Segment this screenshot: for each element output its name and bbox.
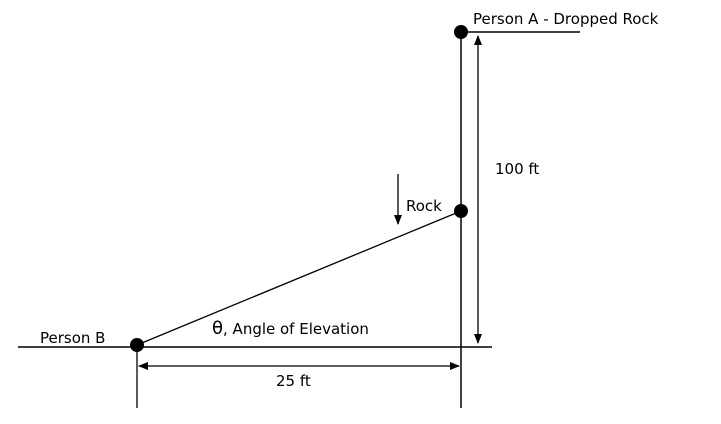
distance-label: 25 ft [276,372,311,390]
angle-label: θ, Angle of Elevation [212,318,369,339]
height-label: 100 ft [495,160,539,178]
person-a-dot [454,25,468,39]
theta-symbol: θ [212,318,223,339]
person-b-dot [130,338,144,352]
angle-text: , Angle of Elevation [223,320,369,338]
rock-dot [454,204,468,218]
person-a-label: Person A - Dropped Rock [473,10,659,28]
rock-label: Rock [406,197,442,215]
line-of-sight [136,210,462,346]
person-b-label: Person B [40,329,105,347]
